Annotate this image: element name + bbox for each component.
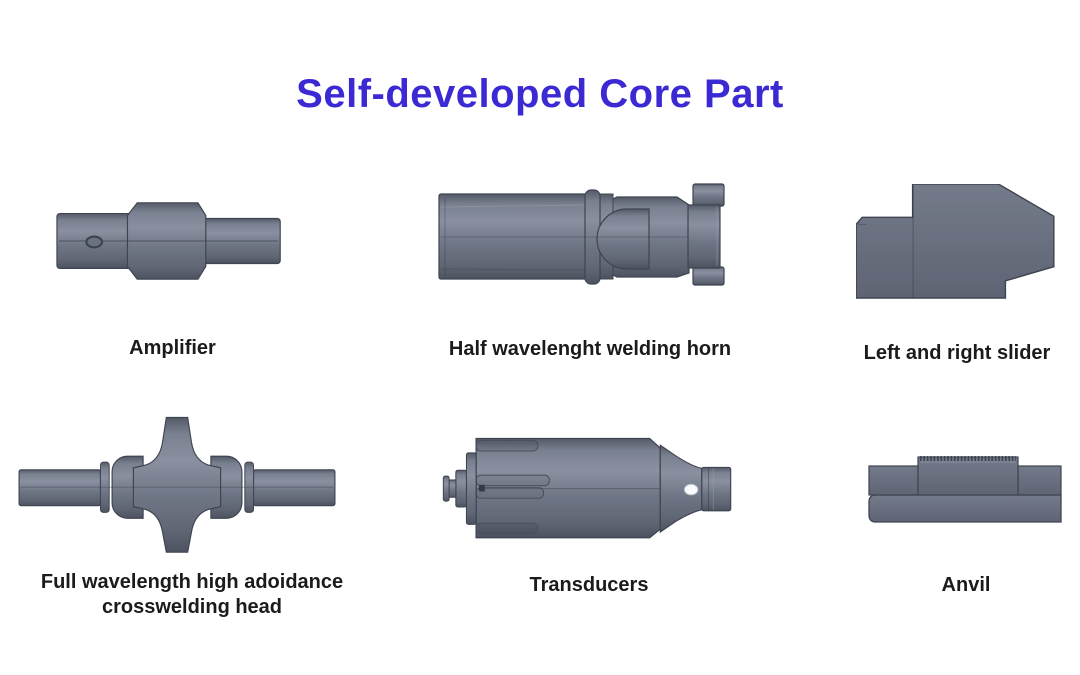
cross-body (132, 416, 222, 553)
tip-cylinder (701, 466, 732, 512)
part-transducers: Transducers (437, 424, 741, 598)
part-label: Transducers (529, 574, 649, 596)
horn-dome (596, 208, 650, 270)
left-right-slider-figure (856, 184, 1055, 299)
cone-hole (683, 483, 699, 496)
anvil-figure (868, 456, 1062, 523)
transducers-figure (442, 437, 732, 539)
part-anvil: Anvil (866, 452, 1066, 598)
part-left-right-slider: Left and right slider (856, 184, 1058, 366)
amplifier-hole (85, 235, 104, 249)
amplifier-figure (56, 202, 281, 280)
page-title: Self-developed Core Part (296, 72, 784, 116)
part-label: Left and right slider (863, 342, 1051, 364)
left-stub (455, 469, 467, 508)
horn-flange (687, 204, 721, 269)
anvil-base (868, 494, 1062, 523)
part-crosswelding-head: Full wavelength high adoidance crossweld… (12, 402, 372, 620)
part-label: Anvil (941, 574, 991, 596)
welding-horn-figure (438, 183, 725, 286)
anvil-center-block (917, 456, 1019, 496)
part-label: Half wavelenght welding horn (448, 338, 732, 360)
right-ring (244, 461, 255, 513)
part-amplifier: Amplifier (55, 192, 290, 361)
left-ring (99, 461, 110, 513)
crosswelding-head-figure (18, 416, 336, 553)
part-welding-horn: Half wavelenght welding horn (437, 177, 743, 362)
part-label: Full wavelength high adoidance crossweld… (40, 571, 344, 618)
part-label: Amplifier (129, 337, 216, 359)
